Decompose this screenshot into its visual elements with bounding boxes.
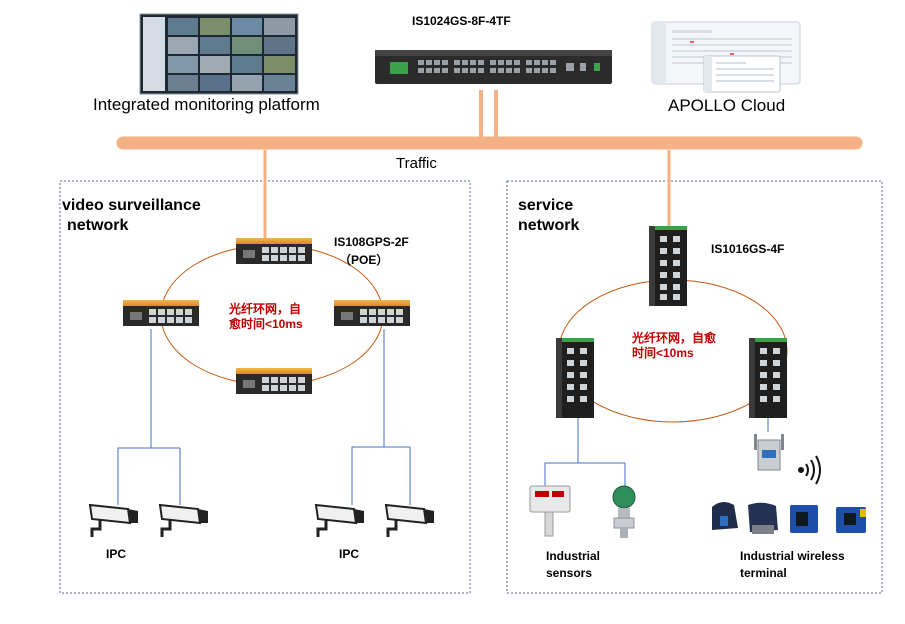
service-network-frame (506, 180, 883, 594)
cctv-camera-icon (88, 503, 138, 537)
video-network-title-line1: video surveillance (62, 197, 201, 214)
sensors-label-line2: sensors (546, 566, 593, 580)
service-switch-model-label: IS1016GS-4F (711, 242, 785, 256)
video-network-title-line2: network (67, 217, 129, 234)
poe-switch-model-label: IS108GPS-2F (334, 235, 409, 249)
right-device-wiring (544, 416, 769, 492)
right-ring-text-line1: 光纤环网，自愈 (632, 331, 717, 345)
right-ring-text-line2: 时间<10ms (632, 346, 694, 360)
cctv-camera-icon (314, 503, 364, 537)
wireless-terminal-icon (754, 434, 784, 471)
service-network-title-line2: network (518, 217, 580, 234)
core-switch-icon (375, 50, 612, 84)
service-network-title-line1: service (518, 197, 574, 214)
wifi-signal-icon (798, 455, 821, 485)
service-switch-top-icon (649, 226, 687, 306)
ipc-left-label: IPC (106, 547, 127, 561)
cctv-camera-icon (158, 503, 208, 537)
traffic-label: Traffic (396, 155, 437, 172)
sensors-label-line1: Industrial (546, 549, 601, 563)
wireless-label-line1: Industrial wireless (740, 549, 845, 563)
monitoring-platform-label: Integrated monitoring platform (93, 95, 320, 114)
left-ring-text-line2: 愈时间<10ms (229, 317, 303, 331)
cloud-label: APOLLO Cloud (668, 96, 786, 115)
poe-switch-top-icon (236, 238, 312, 264)
poe-switch-left-icon (123, 300, 199, 326)
service-switch-left-icon (556, 338, 594, 418)
industrial-terminals-icon (712, 501, 866, 534)
cctv-camera-icon (384, 503, 434, 537)
poe-switch-note-label: （POE） (339, 253, 389, 267)
service-switch-right-icon (749, 338, 787, 418)
poe-switch-right-icon (334, 300, 410, 326)
monitoring-screen-icon (139, 13, 299, 95)
industrial-sensor-icon (529, 485, 571, 537)
left-ring-text-line1: 光纤环网，自 (229, 302, 302, 316)
core-switch-model-label: IS1024GS-8F-4TF (412, 14, 511, 28)
pressure-transmitter-icon (612, 485, 636, 538)
wireless-label-line2: terminal (740, 566, 787, 580)
ipc-right-label: IPC (339, 547, 360, 561)
left-camera-wiring (117, 329, 411, 505)
cloud-dashboard-icon (651, 21, 801, 93)
poe-switch-bottom-icon (236, 368, 312, 394)
